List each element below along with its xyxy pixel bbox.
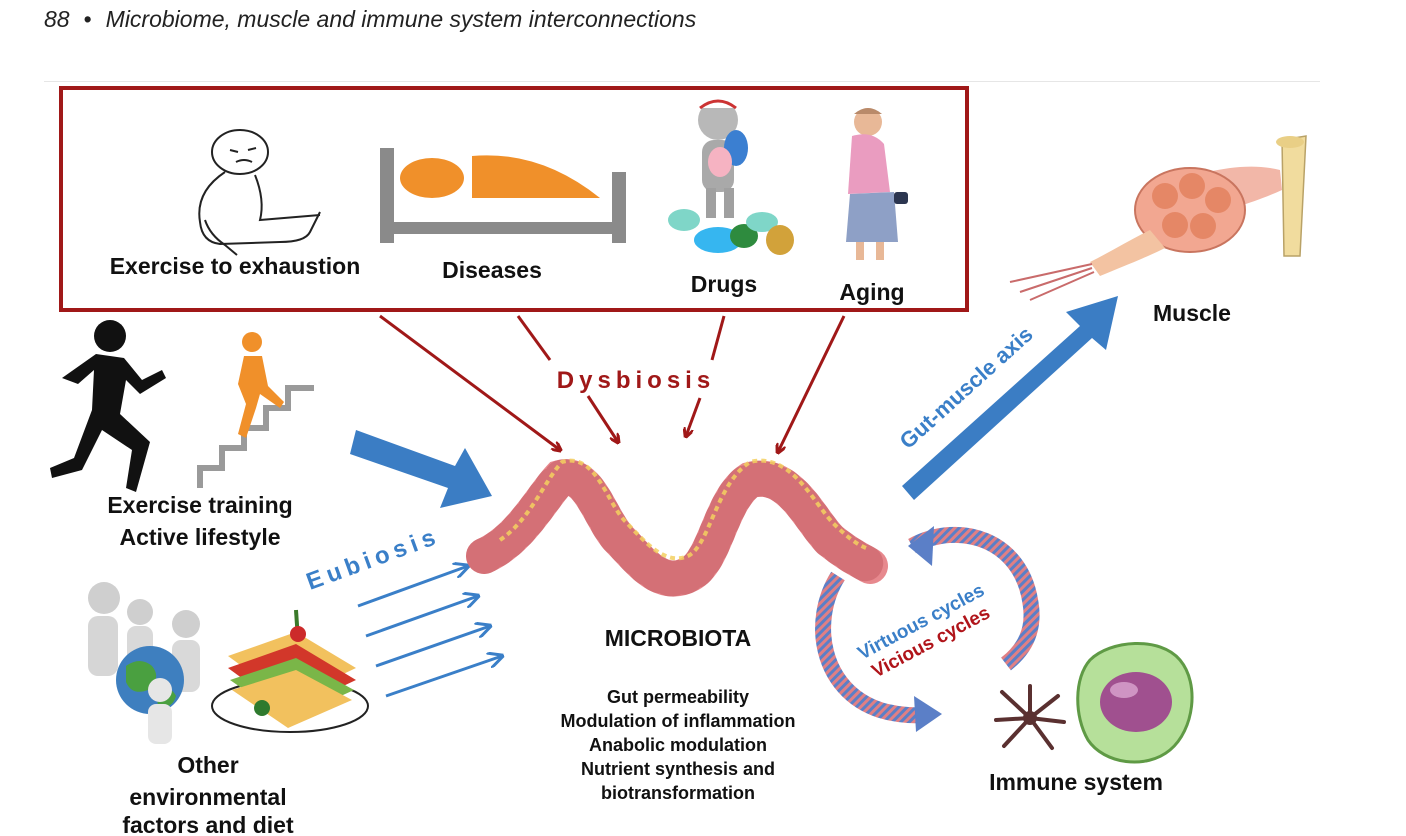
dysbiosis-arrow-drugs-top <box>710 315 726 361</box>
dysbiosis-arrow-diseases <box>586 395 618 442</box>
eubiosis-arrow-3 <box>375 626 490 668</box>
exhausted-person-icon <box>198 129 321 256</box>
cycle-arrow-upper <box>908 526 1040 671</box>
people-globe-icon <box>88 582 200 744</box>
dysbiosis-arrow-drugs <box>686 397 702 436</box>
gut-muscle-axis-arrow <box>902 296 1118 500</box>
dysbiosis-factors-box <box>59 86 969 312</box>
microbiota-effect-2: Modulation of inflammation <box>561 711 796 731</box>
bed-icon <box>380 148 626 243</box>
exercise-training-label-line2: Active lifestyle <box>119 524 280 550</box>
muscle-icon <box>1009 135 1307 301</box>
environment-label-line1: Other <box>177 752 238 778</box>
exercise-arrow-body <box>350 430 492 508</box>
page-number: 88 <box>44 6 70 32</box>
header-separator: • <box>83 6 92 32</box>
gut-microbiota-illustration <box>466 458 888 597</box>
sandwich-icon <box>211 609 369 733</box>
drugs-icon <box>668 99 794 255</box>
dysbiosis-arrow-aging <box>778 315 846 452</box>
microbiota-title: MICROBIOTA <box>605 625 752 651</box>
dysbiosis-arrow-diseases-top <box>516 315 552 361</box>
exercise-training-label-line1: Exercise training <box>107 492 292 518</box>
running-title: Microbiome, muscle and immune system int… <box>105 6 697 32</box>
microbiota-effect-4: Nutrient synthesis and <box>581 759 775 779</box>
exercise-exhaustion-label: Exercise to exhaustion <box>110 253 361 279</box>
eubiosis-arrow-4 <box>385 656 502 698</box>
environment-label-line3: factors and diet <box>122 812 294 836</box>
immune-system-label: Immune system <box>989 769 1163 795</box>
dendritic-cell-icon <box>994 684 1066 750</box>
stair-climber-icon <box>197 332 314 488</box>
microbiota-effect-1: Gut permeability <box>607 687 749 707</box>
microbiota-effect-5: biotransformation <box>601 783 755 803</box>
runner-icon <box>50 320 166 492</box>
environment-label-line2: environmental <box>129 784 286 810</box>
macrophage-cell-icon <box>1076 642 1194 764</box>
muscle-label: Muscle <box>1153 300 1231 326</box>
drugs-label: Drugs <box>691 271 757 297</box>
eubiosis-arrows <box>357 566 502 698</box>
diseases-label: Diseases <box>442 257 542 283</box>
dysbiosis-arrows <box>379 314 846 452</box>
eubiosis-label: Eubiosis <box>303 522 444 595</box>
cycle-arrow-upper-head <box>908 526 934 566</box>
cycle-arrow-lower <box>815 571 930 724</box>
dysbiosis-label: Dysbiosis <box>557 367 715 394</box>
cycle-arrow-lower-head <box>914 696 942 732</box>
eubiosis-arrow-2 <box>365 596 478 638</box>
elderly-person-icon <box>846 108 908 260</box>
microbiota-effect-3: Anabolic modulation <box>589 735 767 755</box>
aging-label: Aging <box>839 279 904 305</box>
running-header: 88 • Microbiome, muscle and immune system … <box>44 6 696 33</box>
dysbiosis-arrow-exhaustion <box>379 314 560 450</box>
header-rule <box>44 81 1320 82</box>
eubiosis-arrow-1 <box>357 566 468 608</box>
